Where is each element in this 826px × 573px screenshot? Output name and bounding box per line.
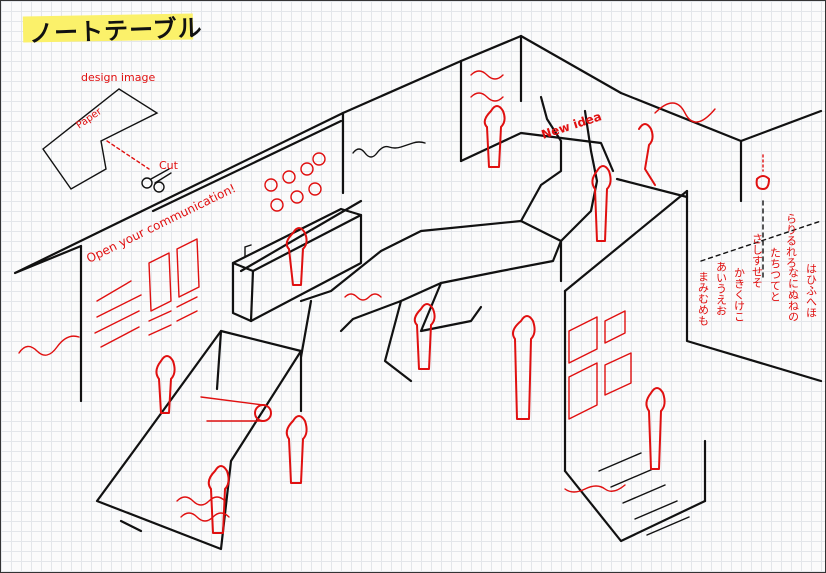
figure-6 xyxy=(413,303,436,370)
paper-sheet xyxy=(42,88,159,190)
figure-2 xyxy=(155,355,176,414)
hook-icon xyxy=(755,175,770,190)
figure-9 xyxy=(483,105,506,168)
scissors-icon xyxy=(141,168,172,193)
note-table xyxy=(95,95,615,551)
kana-col-8: らりるれろ xyxy=(785,213,798,269)
kana-chart: あいうえお かきくけこ さしすせそ たちつてと なにぬねの はひふへほ まみむめ… xyxy=(697,213,818,326)
kana-col-6: はひふへほ xyxy=(805,263,818,318)
design-image-label: design image xyxy=(81,71,155,84)
ornament-cluster xyxy=(264,152,326,212)
red-illustrations xyxy=(18,70,822,534)
kana-col-4: たちつてと xyxy=(769,247,782,302)
figure-5 xyxy=(645,387,666,470)
kana-col-1: あいうえお xyxy=(715,261,728,316)
figure-4 xyxy=(591,165,612,242)
wall-text: Open your communication! xyxy=(84,181,238,266)
cut-label: Cut xyxy=(159,159,179,172)
room-walls xyxy=(13,34,823,543)
design-image-legend: design image Paper Cut xyxy=(42,71,179,193)
kana-col-7: まみむめも xyxy=(697,271,710,326)
kana-col-5: なにぬねの xyxy=(787,267,800,322)
paper-label: Paper xyxy=(74,106,104,132)
kana-col-2: かきくけこ xyxy=(733,267,746,322)
figure-10 xyxy=(638,123,656,186)
new-idea-label: New idea xyxy=(540,109,604,142)
figure-7 xyxy=(285,415,308,484)
figure-1 xyxy=(285,227,308,286)
paper-roll xyxy=(254,404,272,422)
figure-8 xyxy=(207,465,230,534)
kana-col-3: さしすせそ xyxy=(751,233,764,288)
figure-3 xyxy=(512,315,536,420)
cut-line xyxy=(106,140,150,170)
